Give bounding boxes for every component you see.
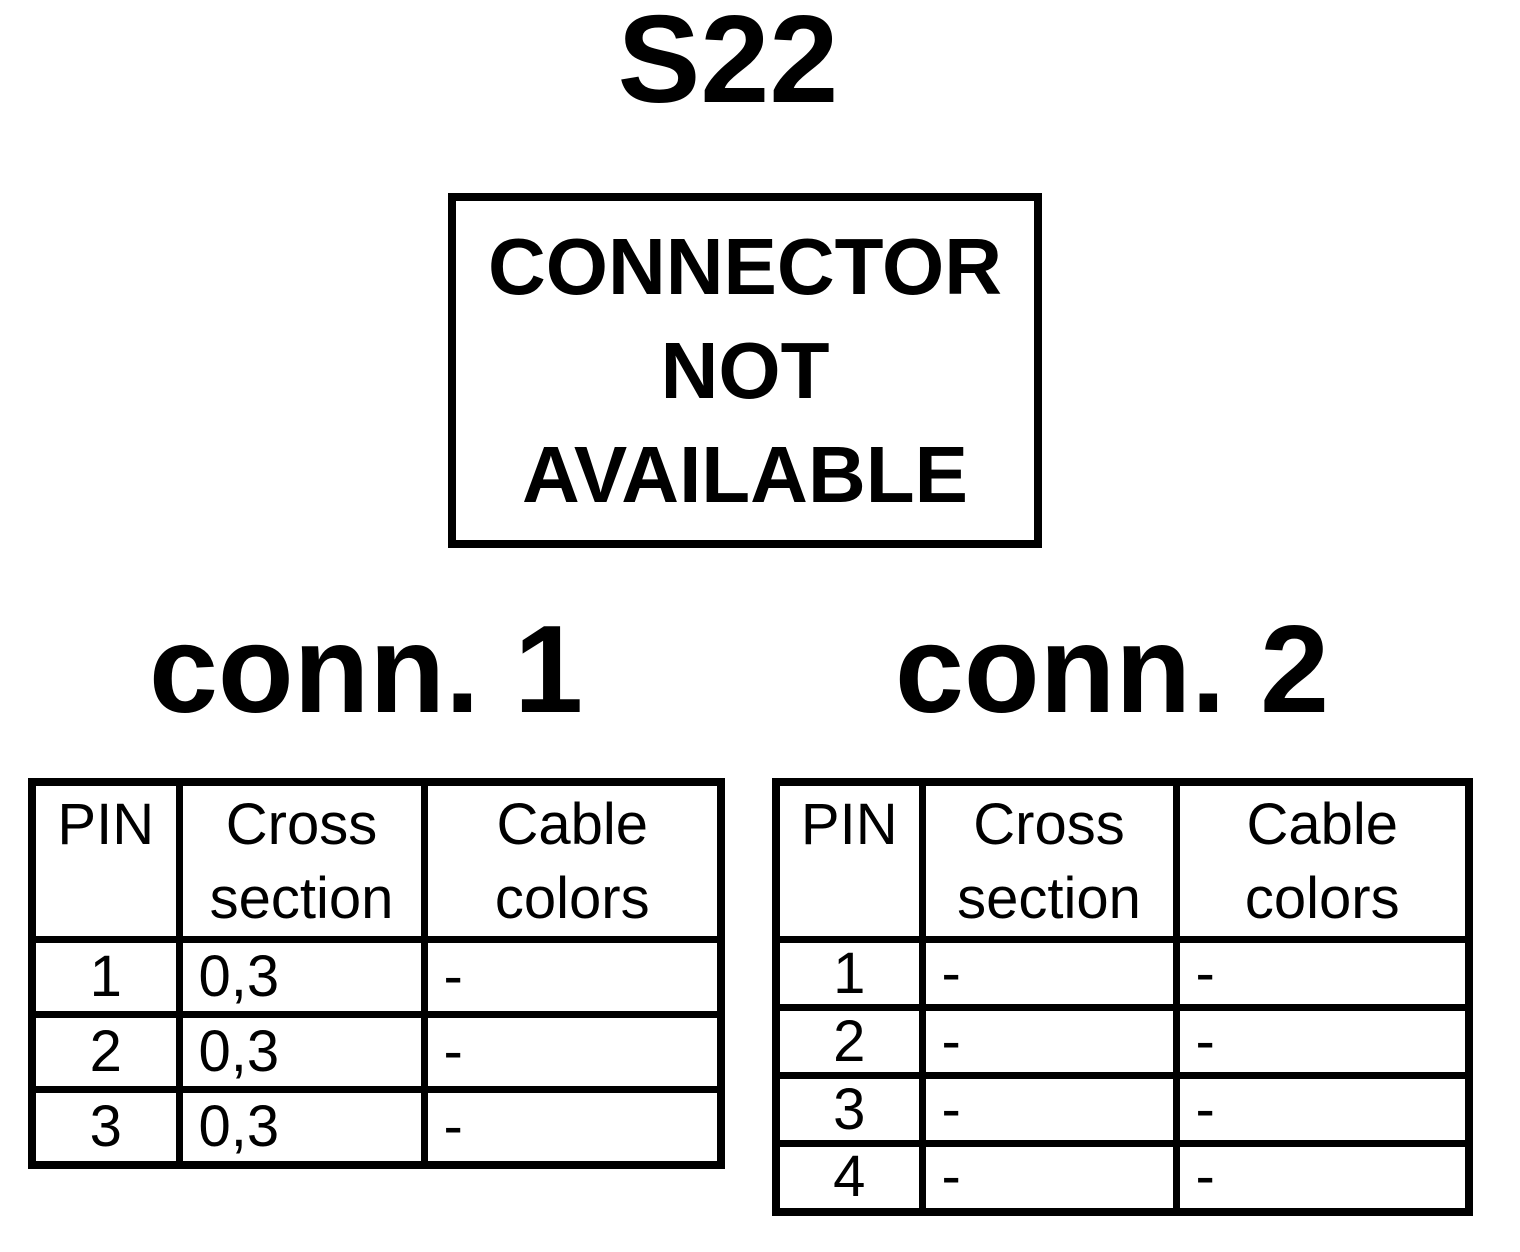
table-row: 3 - - [772,1072,1473,1147]
conn-1-column-header-cable-colors: Cable colors [420,778,725,943]
notice-line-2: NOT [660,325,830,415]
conn-2-cross-section-4: - [918,1140,1180,1215]
page-title: S22 [617,0,839,129]
conn-1-column-header-cross-section: Cross section [175,778,428,943]
conn-2-cable-colors-3: - [1172,1072,1473,1147]
connector-not-available-box: CONNECTOR NOT AVAILABLE [448,193,1042,548]
conn-1-cross-section-1: 0,3 [175,936,428,1018]
conn-2-heading: conn. 2 [894,601,1330,739]
conn-2-column-header-cross-section: Cross section [918,778,1180,943]
conn-1-cable-colors-3: - [420,1086,725,1168]
conn-2-cross-section-2: - [918,1004,1180,1079]
table-row: 4 - - [772,1140,1473,1215]
conn-2-column-header-cable-colors: Cable colors [1172,778,1473,943]
conn-2-column-header-pin: PIN [772,778,926,943]
table-row: 2 0,3 - [28,1011,725,1093]
conn-1-heading: conn. 1 [148,601,584,739]
conn-2-pin-3: 3 [772,1072,926,1147]
conn-2-cable-colors-2: - [1172,1004,1473,1079]
conn-1-header-row: PIN Cross section Cable colors [28,778,725,943]
notice-line-1: CONNECTOR [487,221,1003,311]
conn-2-pin-table: PIN Cross section Cable colors 1 - - 2 -… [772,778,1473,1216]
table-row: 1 - - [772,936,1473,1011]
table-row: 1 0,3 - [28,936,725,1018]
conn-1-column-header-pin: PIN [28,778,183,943]
conn-2-cable-colors-4: - [1172,1140,1473,1215]
conn-1-pin-3: 3 [28,1086,183,1168]
notice-line-3: AVAILABLE [522,429,968,519]
conn-1-cross-section-3: 0,3 [175,1086,428,1168]
table-row: 2 - - [772,1004,1473,1079]
conn-2-cross-section-3: - [918,1072,1180,1147]
conn-2-header-row: PIN Cross section Cable colors [772,778,1473,943]
conn-1-pin-2: 2 [28,1011,183,1093]
conn-2-cross-section-1: - [918,936,1180,1011]
conn-1-pin-table: PIN Cross section Cable colors 1 0,3 - 2… [28,778,725,1169]
conn-1-cable-colors-2: - [420,1011,725,1093]
conn-2-cable-colors-1: - [1172,936,1473,1011]
conn-2-pin-1: 1 [772,936,926,1011]
conn-1-cross-section-2: 0,3 [175,1011,428,1093]
conn-1-pin-1: 1 [28,936,183,1018]
table-row: 3 0,3 - [28,1086,725,1168]
conn-1-cable-colors-1: - [420,936,725,1018]
conn-2-pin-2: 2 [772,1004,926,1079]
conn-2-pin-4: 4 [772,1140,926,1215]
